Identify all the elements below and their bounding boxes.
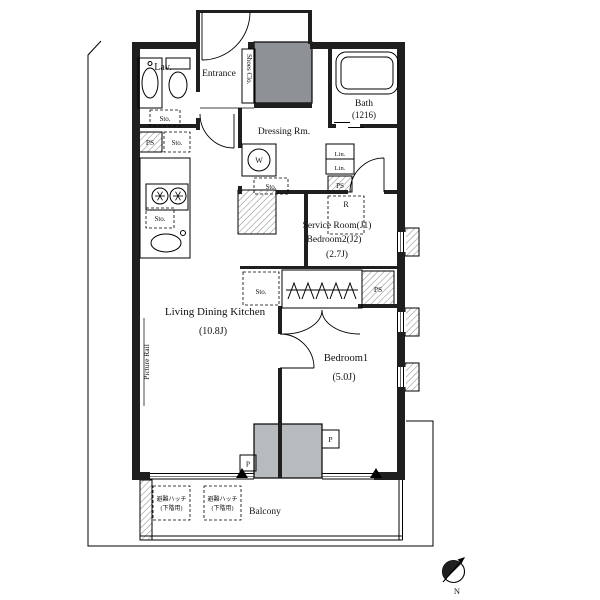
pipe-box [239,454,257,472]
pipe-space-box [361,270,395,306]
window-marker-triangle [236,468,248,478]
evacuation-hatch-box [203,485,242,521]
window-marker-triangle [370,468,382,478]
kitchen-faucet-icon [180,230,186,236]
refrigerator-outline [327,195,365,235]
label-storage: Sto. [255,288,266,296]
label-service-room: Service Room(J1) [303,220,372,231]
closet-hanger-icon [287,281,357,300]
label-bath: Bath [355,99,373,109]
label-pipe-space: PS [146,138,154,147]
label-pipe-space: PS [336,182,344,190]
label-service-room-size: (2.7J) [326,249,348,260]
label-lav: Lav. [154,62,171,73]
label-pipe-space: PS [374,285,382,294]
label-shoes-closet: Shoes Clo. [245,54,253,85]
entrance-door-arc [201,11,251,61]
small-labels: Sto. PS Sto. Sto. Sto. W Lin. Lin. PS R … [142,115,460,596]
service-room-door-arc [349,157,385,193]
label-bedroom1: Bedroom1 [324,353,368,364]
label-evac-hatch: 避難ハッチ [156,495,186,503]
vanity-sink-icon [141,67,159,99]
bedroom1-door-arc [279,333,315,369]
windows [150,232,406,480]
dashed-outlines [145,109,365,521]
closet-door-arc [321,309,361,335]
label-picture-rail: Picture Rail [142,344,151,380]
label-evac-hatch-sub: (下階用) [212,504,234,512]
label-linen: Lin. [335,151,346,158]
label-linen: Lin. [335,165,346,172]
closet-door-arc [283,309,323,335]
label-bedroom2: Bedroom2(J2) [307,234,362,245]
outer-boundary-line [87,40,434,547]
storage-box [163,131,191,153]
label-pipe: P [328,435,332,444]
storage-box [149,109,181,127]
label-evac-hatch: 避難ハッチ [207,495,237,503]
toilet-bowl-icon [168,71,188,99]
washing-machine-icon [241,143,277,177]
label-living-dining-kitchen: Living Dining Kitchen [165,306,266,318]
utility-block [253,423,323,479]
storage-box [145,207,175,229]
label-bedroom1-size: (5.0J) [332,372,355,383]
exterior-fin [404,307,420,337]
toilet-tank-icon [165,57,191,70]
label-refrigerator: R [343,200,349,209]
fixtures [137,48,399,472]
label-storage: Sto. [159,115,170,123]
balcony-outline [140,480,403,541]
compass-half-disc [442,560,462,580]
bathtub-inner-icon [340,56,394,90]
label-storage: Sto. [171,139,182,147]
label-bath-size: (1216) [352,110,376,120]
structural-column [237,189,277,235]
label-ldk-size: (10.8J) [199,326,227,337]
label-washer: W [255,156,263,165]
stove-icon [145,183,189,211]
pipe-shaft-block [253,41,313,104]
faucet-icon [147,61,153,66]
label-evac-hatch-sub: (下階用) [161,504,183,512]
evacuation-hatch-box [152,485,191,521]
hatched-elements [137,131,420,541]
kitchen-counter-icon [139,157,191,259]
hall-door-arc [199,113,235,149]
pipe-box [321,429,340,449]
north-arrowhead-icon [457,557,465,564]
label-pipe: P [246,460,250,469]
doors [199,11,385,369]
closet-box [281,269,363,309]
label-storage: Sto. [265,183,276,191]
vanity-counter-icon [137,57,163,109]
storage-box [242,271,280,306]
stove-burner-icon [169,187,187,205]
room-labels: Lav. Entrance Shoes Clo. Bath (1216) Dre… [154,54,376,517]
compass-icon [441,557,466,584]
exterior-fin [404,362,420,392]
storage-box [253,177,289,195]
washing-machine-drum-icon [247,148,271,172]
label-balcony: Balcony [249,507,281,517]
label-storage: Sto. [154,215,165,223]
kitchen-sink-icon [150,233,182,253]
label-north: N [454,586,460,596]
label-entrance: Entrance [202,69,236,79]
stove-burner-icon [151,187,169,205]
label-dressing-room: Dressing Rm. [258,127,310,137]
bathtub-icon [335,51,399,95]
shoes-closet-box [241,48,256,104]
exterior-fin [404,227,420,257]
balcony-pier [139,479,153,541]
